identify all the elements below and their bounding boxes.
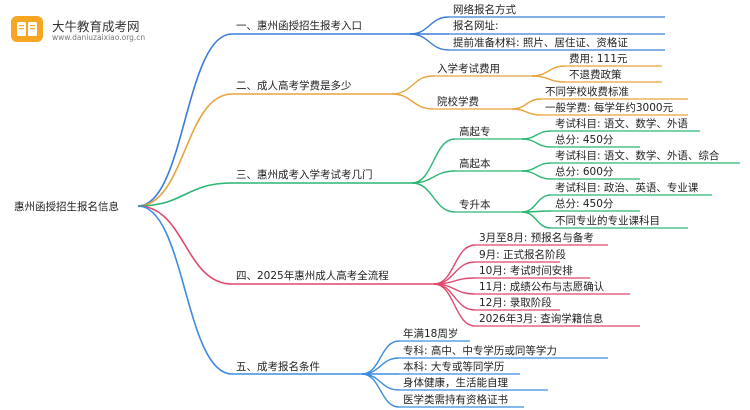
site-name: 大牛教育成考网 (52, 19, 140, 34)
edge-branch-2-sub-1-item-1 (531, 65, 566, 77)
edge-branch-2-sub-2-item-2 (511, 108, 542, 116)
edge-branch-5-item-2 (361, 357, 400, 375)
branch-1-item-3: 提前准备材料: 照片、居住证、资格证 (453, 36, 628, 49)
branch-3-sub-3-item-2: 总分: 450分 (555, 197, 614, 210)
branch-4-item-1: 3月至8月: 预报名与备考 (479, 231, 594, 244)
edge-branch-3-sub-2-item-2 (521, 170, 552, 180)
branch-5-item-3: 本科: 大专或等同学历 (403, 360, 504, 373)
edge-branch-1-i1 (409, 16, 450, 35)
branch-2-sub-2-item-2: 一般学费: 每学年约3000元 (545, 101, 674, 114)
edge-root-branch-2 (137, 93, 233, 207)
branch-3-label: 三、惠州成考入学考试考几门 (236, 168, 373, 181)
edge-root-branch-5 (137, 205, 233, 375)
branch-4-label: 四、2025年惠州成人高考全流程 (236, 269, 389, 282)
edge-branch-5-item-4 (361, 373, 400, 391)
site-url: www.daniuzaixiao.org.cn (52, 33, 146, 42)
edge-branch-3-sub-2-item-1 (521, 162, 552, 172)
root-node: 惠州函授招生报名信息 (14, 200, 119, 213)
edge-branch-1-i3 (409, 33, 450, 51)
edge-branch-4-item-6 (433, 283, 476, 327)
edge-branch-2-sub-1 (391, 75, 434, 95)
edge-branch-3-sub-2 (411, 170, 456, 184)
branch-5-item-5: 医学类需持有资格证书 (403, 393, 508, 406)
branch-3-sub-1-item-1: 考试科目: 语文、数学、外语 (555, 117, 688, 130)
branch-2-sub-1-item-2: 不退费政策 (569, 68, 622, 81)
edge-branch-3-sub-3 (411, 182, 456, 213)
branch-4-item-4: 11月: 成绩公布与志愿确认 (479, 280, 605, 293)
branch-1-item-1: 网络报名方式 (453, 3, 516, 16)
branch-3-sub-3-item-3: 不同专业的专业课科目 (555, 214, 660, 227)
branch-1-label: 一、惠州函授招生报考入口 (236, 19, 362, 32)
branch-3-sub-3: 专升本 (459, 198, 491, 211)
branch-5-item-2: 专科: 高中、中专学历或同等学力 (403, 344, 557, 357)
branch-4-item-3: 10月: 考试时间安排 (479, 264, 573, 277)
branch-3-sub-2-item-1: 考试科目: 语文、数学、外语、综合 (555, 149, 720, 162)
branch-5-label: 五、成考报名条件 (236, 360, 320, 373)
branch-3-sub-3-item-1: 考试科目: 政治、英语、专业课 (555, 181, 699, 194)
branch-3-sub-2-item-2: 总分: 600分 (555, 165, 614, 178)
branch-1-item-2: 报名网址: (453, 19, 499, 32)
edge-branch-3-sub-1-item-2 (521, 138, 552, 148)
edge-branch-2-sub-1-item-2 (531, 75, 566, 83)
branch-3-sub-1: 高起专 (459, 125, 491, 138)
branch-3-sub-1-item-2: 总分: 450分 (555, 133, 614, 146)
edge-branch-3-sub-1 (411, 138, 456, 184)
branch-2-sub-1: 入学考试费用 (437, 62, 500, 75)
edge-branch-4-item-3 (433, 277, 476, 285)
branch-3-sub-2: 高起本 (459, 157, 491, 170)
mind-map-edges (137, 16, 740, 408)
branch-2-label: 二、成人高考学费是多少 (236, 79, 352, 92)
edge-branch-5-item-5 (361, 373, 400, 408)
site-logo: 大牛教育成考网 www.daniuzaixiao.org.cn (10, 14, 220, 46)
branch-4-item-5: 12月: 录取阶段 (479, 296, 552, 309)
edge-branch-2-sub-2 (391, 93, 434, 110)
branch-2-sub-2: 院校学费 (437, 95, 479, 108)
edge-root-branch-4 (137, 205, 233, 285)
branch-4-item-6: 2026年3月: 查询学籍信息 (479, 312, 603, 325)
branch-2-sub-2-item-1: 不同学校收费标准 (545, 85, 629, 98)
edge-branch-3-sub-3-item-3 (521, 211, 552, 229)
branch-5-item-1: 年满18周岁 (403, 327, 458, 340)
branch-5-item-4: 身体健康，生活能自理 (403, 376, 508, 389)
edge-root-branch-3 (137, 182, 233, 207)
edge-branch-3-sub-3-item-1 (521, 194, 552, 213)
branch-4-item-2: 9月: 正式报名阶段 (479, 248, 567, 261)
edge-branch-3-sub-1-item-1 (521, 130, 552, 140)
branch-2-sub-1-item-1: 费用: 111元 (569, 52, 628, 65)
edge-root-branch-1 (137, 33, 233, 207)
edge-branch-5-item-1 (361, 340, 400, 375)
book-logo-icon (11, 16, 43, 42)
edge-branch-2-sub-2-item-1 (511, 98, 542, 110)
